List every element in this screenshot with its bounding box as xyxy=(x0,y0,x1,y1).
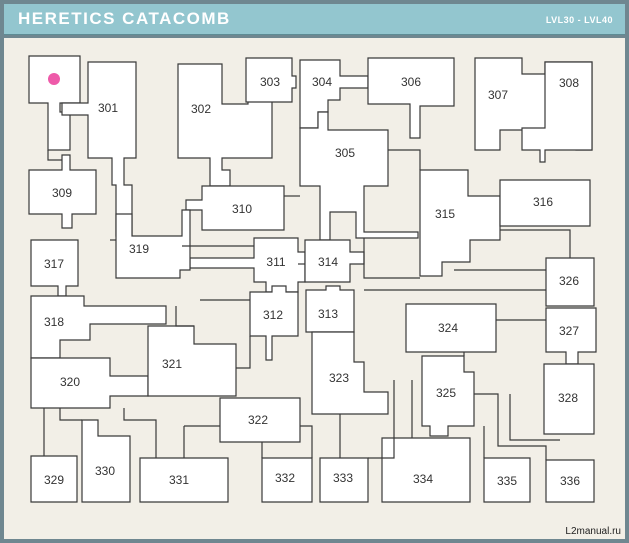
room-label-330: 330 xyxy=(95,464,115,478)
room-label-302: 302 xyxy=(191,102,211,116)
room-label-332: 332 xyxy=(275,471,295,485)
room-306-shape[interactable] xyxy=(367,57,455,139)
map-title: HERETICS CATACOMB xyxy=(18,9,231,28)
room-label-322: 322 xyxy=(248,413,268,427)
room-323-shape[interactable] xyxy=(311,331,389,415)
room-label-313: 313 xyxy=(318,307,338,321)
room-319-shape[interactable] xyxy=(115,209,191,279)
room-331-shape[interactable] xyxy=(139,457,229,503)
room-shapes xyxy=(28,55,597,503)
room-label-315: 315 xyxy=(435,207,455,221)
room-label-306: 306 xyxy=(401,75,421,89)
site-credit: L2manual.ru xyxy=(565,526,621,537)
room-333-shape[interactable] xyxy=(319,457,369,503)
room-label-307: 307 xyxy=(488,88,508,102)
room-label-311: 311 xyxy=(266,255,285,269)
room-310-shape[interactable] xyxy=(185,185,285,231)
room-305-shape[interactable] xyxy=(299,111,419,241)
room-label-304: 304 xyxy=(312,75,332,89)
room-330-shape[interactable] xyxy=(81,419,131,503)
room-label-331: 331 xyxy=(169,473,189,487)
corridor-lines xyxy=(43,149,571,460)
room-label-310: 310 xyxy=(232,202,252,216)
room-label-317: 317 xyxy=(44,257,64,271)
room-label-308: 308 xyxy=(559,76,579,90)
room-label-325: 325 xyxy=(436,386,456,400)
room-335-shape[interactable] xyxy=(483,457,531,503)
room-label-309: 309 xyxy=(52,186,72,200)
room-312-shape[interactable] xyxy=(249,285,299,361)
room-328-shape[interactable] xyxy=(543,363,595,435)
room-label-327: 327 xyxy=(559,324,579,338)
room-label-305: 305 xyxy=(335,146,355,160)
room-315-shape[interactable] xyxy=(419,169,501,277)
room-label-334: 334 xyxy=(413,472,433,486)
room-label-301: 301 xyxy=(98,101,118,115)
room-label-323: 323 xyxy=(329,371,349,385)
room-label-316: 316 xyxy=(533,195,553,209)
room-label-336: 336 xyxy=(560,474,580,488)
level-range: LVL30 - LVL40 xyxy=(545,15,613,25)
room-336-shape[interactable] xyxy=(545,459,595,503)
room-label-333: 333 xyxy=(333,471,353,485)
room-320-shape[interactable] xyxy=(30,357,149,409)
room-304-shape[interactable] xyxy=(299,59,369,129)
room-label-335: 335 xyxy=(497,474,517,488)
room-label-312: 312 xyxy=(263,308,283,322)
player-position-marker xyxy=(48,73,60,85)
room-316-shape[interactable] xyxy=(499,179,591,227)
room-label-319: 319 xyxy=(129,242,149,256)
room-334-shape[interactable] xyxy=(381,437,471,503)
room-325-shape[interactable] xyxy=(421,355,475,437)
room-329-shape[interactable] xyxy=(30,455,78,503)
room-label-314: 314 xyxy=(318,255,338,269)
room-303-shape[interactable] xyxy=(245,57,297,103)
room-label-321: 321 xyxy=(162,357,182,371)
map-header: HERETICS CATACOMB LVL30 - LVL40 xyxy=(4,4,625,35)
room-label-303: 303 xyxy=(260,75,280,89)
room-324-shape[interactable] xyxy=(405,303,497,353)
room-label-329: 329 xyxy=(44,473,64,487)
room-309-shape[interactable] xyxy=(28,154,97,229)
room-label-318: 318 xyxy=(44,315,64,329)
room-302-shape[interactable] xyxy=(177,63,273,187)
room-label-320: 320 xyxy=(60,375,80,389)
room-301-shape[interactable] xyxy=(61,61,137,237)
room-label-328: 328 xyxy=(558,391,578,405)
room-308-shape[interactable] xyxy=(521,61,593,163)
room-332-shape[interactable] xyxy=(261,457,313,503)
room-label-326: 326 xyxy=(559,274,579,288)
room-322-shape[interactable] xyxy=(219,397,301,443)
room-label-324: 324 xyxy=(438,321,458,335)
